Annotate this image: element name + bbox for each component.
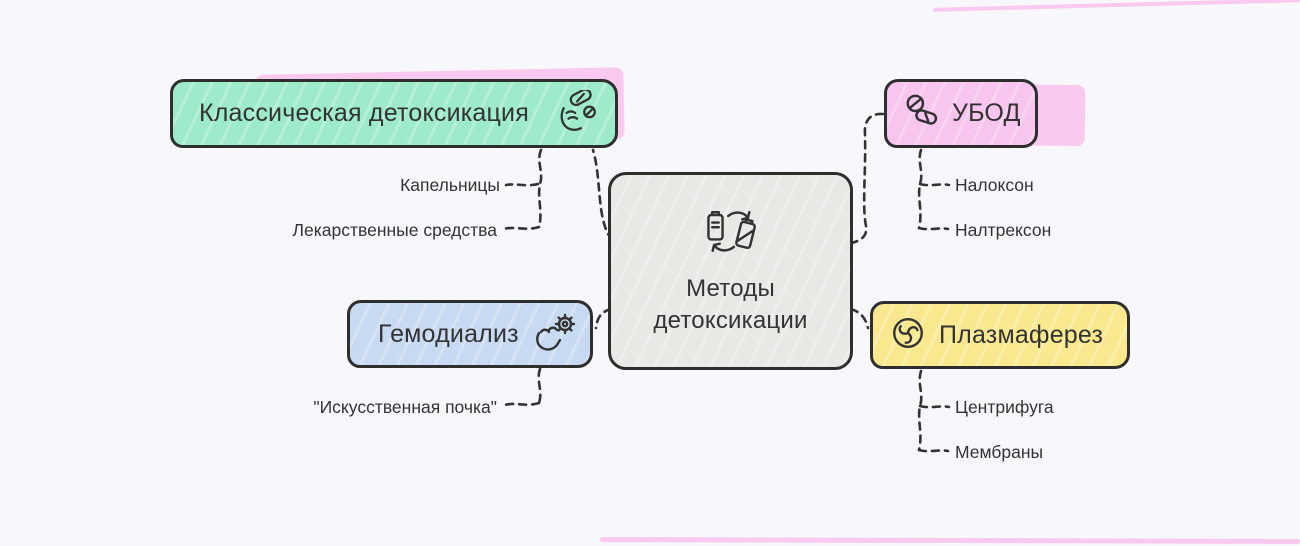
leaf-kapelnitsy: Капельницы [400, 175, 500, 195]
leaf-membrany: Мембраны [955, 442, 1044, 462]
connector-ubod-child1 [918, 182, 951, 187]
center-node-label: Методы детоксикации [653, 275, 808, 334]
node-ubod: УБОД [884, 79, 1038, 148]
leaf-centrifuga: Центрифуга [955, 397, 1054, 417]
connector-plasma-child1 [918, 404, 951, 409]
hemodialysis-label: Гемодиализ [378, 319, 519, 348]
vortex-icon [889, 314, 927, 357]
connector-plasma-spine [917, 369, 923, 452]
connector-ubod-spine [917, 148, 923, 230]
pills-icon [903, 92, 941, 135]
node-center-methods: Методы детоксикации [608, 172, 853, 370]
leaf-nalokson: Налоксон [955, 175, 1034, 195]
leaf-iskusstvennaya-pochka: "Искусственная почка" [313, 397, 497, 417]
connector-hemo-child1 [503, 401, 541, 407]
connector-classic-child2 [502, 225, 541, 231]
leaf-naltrekson: Налтрексон [955, 220, 1052, 240]
connector-classic-child1 [504, 182, 540, 187]
hand-gear-icon [532, 312, 578, 357]
battery-swap-icon [700, 206, 762, 261]
node-hemodialysis: Гемодиализ [347, 300, 593, 368]
node-plasmapheresis: Плазмаферез [870, 301, 1130, 369]
connector-center-plasma [849, 307, 870, 330]
hand-pill-icon [557, 88, 601, 137]
connector-hemo-spine [537, 367, 542, 405]
ubod-label: УБОД [952, 99, 1021, 127]
node-classic-detox: Классическая детоксикация [170, 79, 618, 148]
connector-ubod-child2 [917, 226, 950, 231]
classic-detox-label: Классическая детоксикация [199, 99, 529, 127]
connector-classic-spine [537, 148, 543, 229]
pink-highlight-bottom [599, 537, 1300, 544]
plasmapheresis-label: Плазмаферез [939, 320, 1104, 349]
pink-highlight-topright [933, 0, 1300, 12]
connector-center-ubod [850, 112, 885, 245]
leaf-lekarstvennye-sredstva: Лекарственные средства [292, 220, 497, 240]
connector-plasma-child2 [917, 448, 950, 453]
